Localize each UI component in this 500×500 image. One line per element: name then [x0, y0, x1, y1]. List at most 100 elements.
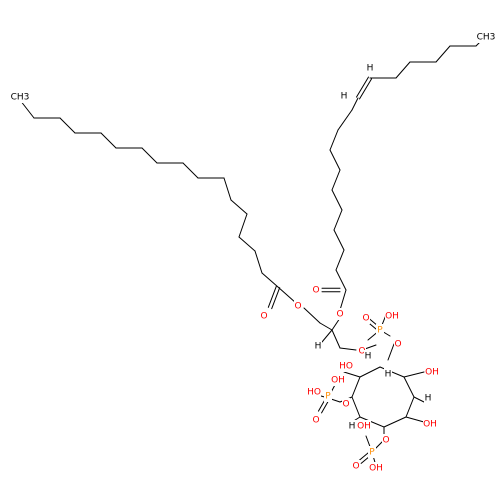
- atom-label-bg: [376, 324, 384, 336]
- inositol-ring: [383, 416, 407, 428]
- atom-label-h-alkene-1: H: [366, 62, 374, 74]
- oleoyl-chain: [329, 129, 339, 151]
- atom-label-bg: [331, 374, 345, 386]
- atom-symbol: O: [352, 462, 359, 472]
- atom-symbol: OH: [425, 368, 439, 378]
- atom-symbol: O: [358, 347, 365, 357]
- bonds: [19, 37, 485, 467]
- atom-symbol: O: [336, 310, 343, 320]
- glycerol-bond-4: [331, 329, 341, 349]
- atom-label-p1-oh: OH: [385, 310, 399, 322]
- oleoyl-chain: [331, 169, 341, 191]
- atom-label-bg: [339, 360, 353, 372]
- atom-label-p1-o: O: [362, 312, 370, 324]
- glycerol-bond-1: [303, 307, 321, 324]
- atom-label-bg: [342, 398, 350, 410]
- stearoyl-chain: [100, 132, 117, 149]
- atom-label-bg: [366, 62, 374, 74]
- atom-label-o-glyc: O: [358, 345, 366, 357]
- atom-label-h-stereo: H: [314, 340, 322, 352]
- inositol-ring: [351, 396, 361, 418]
- atom-label-bg: [369, 462, 383, 474]
- atom-label-bg: [358, 345, 366, 357]
- alkene-double-bond: [355, 76, 369, 98]
- atom-label-bg: [260, 310, 268, 322]
- atom-label-ch3-left: CH3: [10, 91, 30, 103]
- atom-label-bg: [10, 91, 30, 103]
- stearoyl-chain: [230, 199, 248, 215]
- atom-label-bg: [348, 420, 356, 432]
- atom-symbol: OH: [423, 420, 437, 430]
- atom-symbol: CH3: [11, 93, 30, 103]
- oleoyl-chain: [335, 269, 347, 291]
- inositol-ring: [359, 366, 381, 378]
- atom-label-o-ester-4: O: [294, 300, 302, 312]
- atom-symbol: OH: [385, 312, 399, 322]
- atom-label-ring-h-2: H: [384, 368, 392, 380]
- atom-label-ring-h-3: H: [424, 392, 432, 404]
- atom-symbol: O: [394, 340, 401, 350]
- stearoyl-chain: [223, 177, 232, 201]
- atom-label-bg: [312, 284, 320, 296]
- stearoyl-chain: [141, 147, 158, 164]
- atom-label-bg: [368, 446, 376, 458]
- atom-label-bg: [336, 308, 344, 320]
- atom-label-bg: [425, 366, 439, 378]
- oleoyl-chain: [331, 189, 343, 211]
- atom-label-ch3-top: CH3: [476, 31, 496, 43]
- atom-symbol: H: [315, 342, 322, 352]
- atom-label-ring-oh-3: OH: [423, 418, 437, 430]
- stearoyl-chain: [182, 162, 199, 179]
- ring-oh-2-bond: [403, 371, 425, 378]
- carbonyl-bond-left: [271, 287, 281, 310]
- atom-symbol: H: [349, 422, 356, 432]
- inositol-ring: [359, 416, 385, 428]
- atom-label-bg: [324, 390, 332, 402]
- atom-label-p3-oh-a: OH: [357, 420, 371, 432]
- atom-symbol: P: [377, 326, 383, 336]
- atom-label-p1: P: [376, 324, 384, 336]
- stearoyl-chain: [238, 236, 256, 252]
- atom-symbol: H: [365, 352, 372, 362]
- atom-symbol: H: [425, 394, 432, 404]
- atom-label-bg: [476, 31, 496, 43]
- p1-ring-link: [387, 343, 395, 361]
- atom-symbol: H: [385, 370, 392, 380]
- atom-label-p2: P: [324, 390, 332, 402]
- atom-label-p3-oh-b: OH: [369, 462, 383, 474]
- atom-label-bg: [384, 368, 392, 380]
- atom-symbol: OH: [357, 422, 371, 432]
- oleoyl-tail: [395, 61, 411, 79]
- stereo-h-bond: [321, 329, 333, 343]
- atom-label-bg: [357, 420, 371, 432]
- atom-symbol: P: [325, 392, 331, 402]
- stearoyl-chain: [238, 213, 248, 238]
- stearoyl-chain: [261, 272, 279, 288]
- atom-label-p2-o-ring: O: [342, 398, 350, 410]
- ring-oh-1-bond: [343, 371, 361, 378]
- atom-symbol: O: [312, 416, 319, 426]
- inositol-ring: [405, 396, 415, 418]
- atom-symbol: O: [260, 312, 267, 322]
- alkene-double-bond: [359, 78, 373, 100]
- atom-label-p2-oh-b: HO: [307, 386, 321, 398]
- atom-symbol: H: [367, 64, 374, 74]
- carbonyl-bond-left: [267, 285, 277, 308]
- ring-h-3-bond: [413, 396, 425, 403]
- atom-symbol: P: [369, 448, 375, 458]
- atom-symbol: HO: [307, 388, 321, 398]
- atom-label-bg: [340, 90, 348, 102]
- atom-label-bg: [352, 460, 360, 472]
- atom-label-bg: [423, 418, 437, 430]
- atom-label-o-ester-1: O: [312, 284, 320, 296]
- atom-label-p2-o: O: [312, 414, 320, 426]
- atom-label-bg: [362, 312, 370, 324]
- atom-symbol: CH3: [477, 33, 496, 43]
- inositol-ring: [351, 376, 361, 398]
- stearoyl-chain: [59, 117, 76, 134]
- oleoyl-chain: [333, 229, 345, 251]
- atom-label-ring-h-1: H: [364, 350, 372, 362]
- oleoyl-chain: [333, 209, 343, 231]
